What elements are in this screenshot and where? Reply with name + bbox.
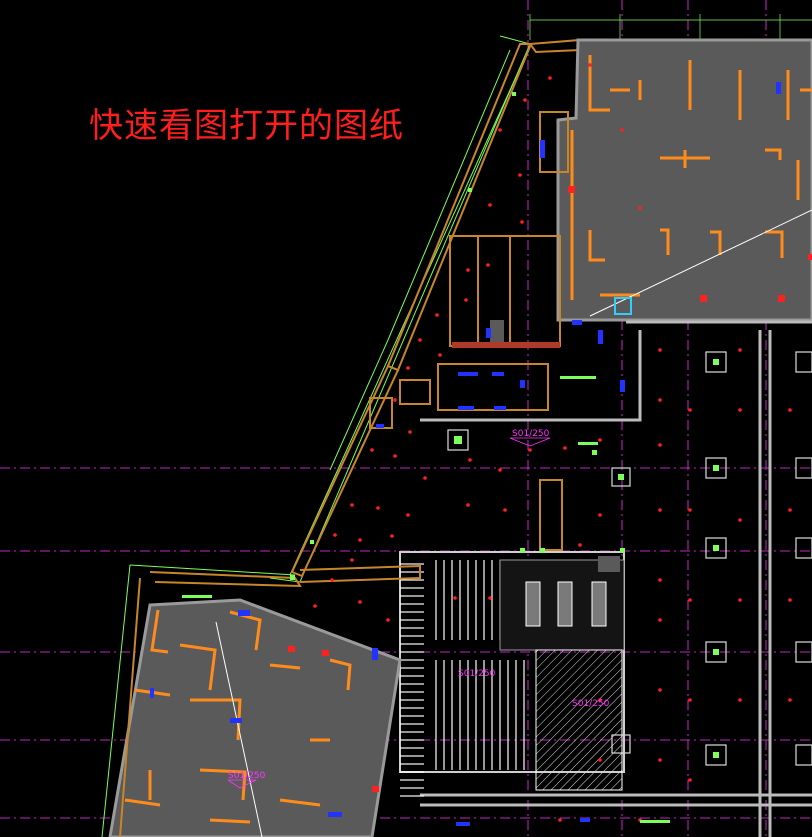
service-hatch [452,342,560,348]
window-markers [372,82,781,826]
southwest-wall [119,564,421,837]
room-labels: S01/250 S01/250 S01/250 S01/250 [228,429,610,781]
drawing-title-banner: 快速看图打开的图纸 [89,106,404,146]
room-label-c: S01/250 [572,699,610,709]
service-rooms [369,111,569,551]
sprinkler-dots [313,63,792,822]
stair-core [399,551,625,800]
building-block-north [556,38,812,322]
structural-bay [420,320,812,837]
room-label-d: S01/250 [228,771,266,781]
dimension-lines-top [529,14,812,40]
annotation-marks [182,92,670,823]
site-outline [101,35,531,837]
room-label-b: S01/250 [458,669,496,679]
service-room-fill [490,320,504,342]
label-underlines [227,437,551,789]
building-block-southwest [108,598,402,837]
column-cores [454,359,719,758]
room-label-a: S01/250 [512,429,550,439]
